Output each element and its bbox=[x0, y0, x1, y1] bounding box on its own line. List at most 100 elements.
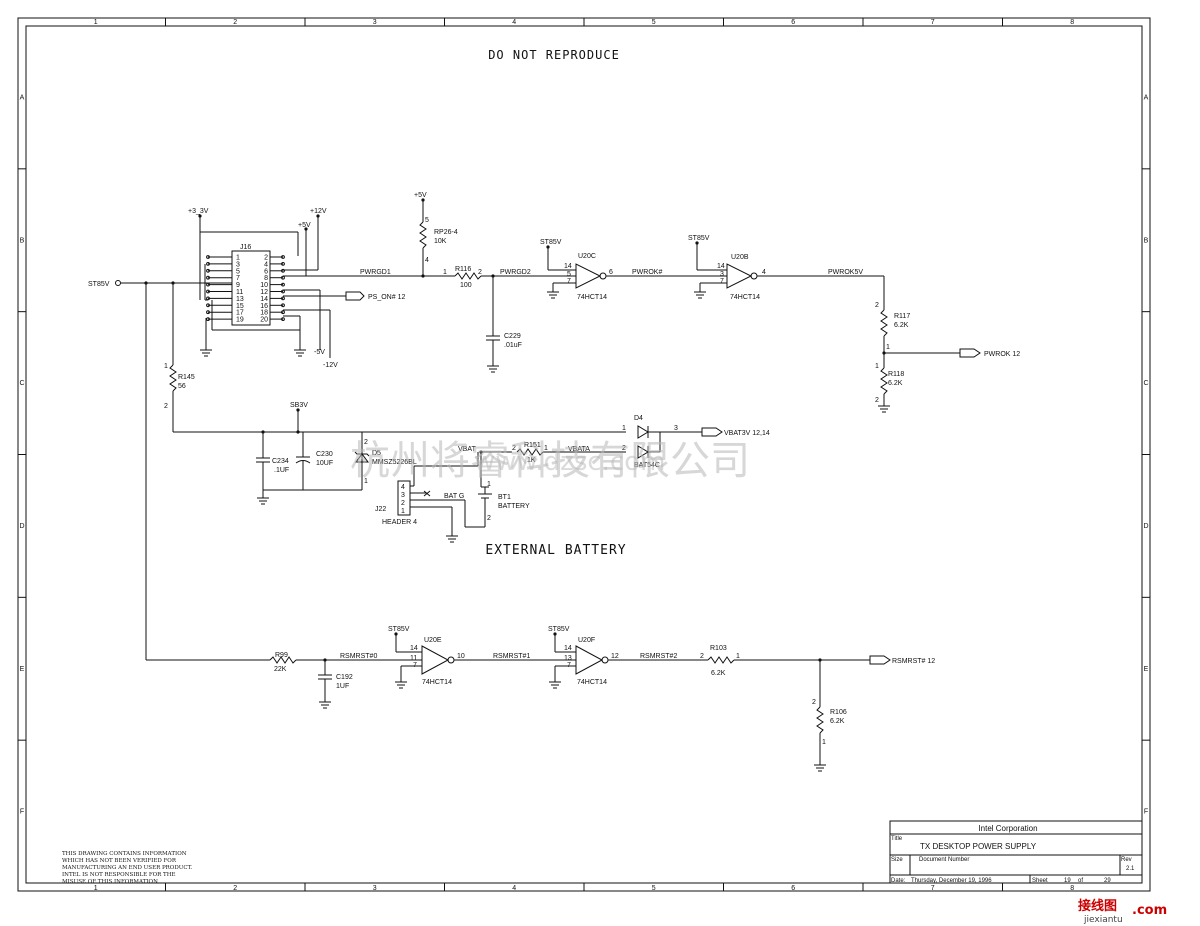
svg-text:MANUFACTURING AN END USER PROD: MANUFACTURING AN END USER PRODUCT. bbox=[62, 865, 192, 871]
site-logo: 接线图 .com jiexiantu bbox=[1078, 898, 1167, 925]
st85v-u20b-label: ST85V bbox=[688, 235, 710, 242]
c234-ref: C234 bbox=[272, 458, 289, 465]
c234-value: .1UF bbox=[274, 467, 289, 474]
disclaimer-note: THIS DRAWING CONTAINS INFORMATION WHICH … bbox=[62, 851, 192, 885]
border-row-label: E bbox=[20, 666, 25, 673]
u20c-inverter: ST85V 14 5 7 6 U20C 74HCT14 PWROK# bbox=[540, 239, 718, 301]
c192-ref: C192 bbox=[336, 674, 353, 681]
st85v-label: ST85V bbox=[88, 281, 110, 288]
r145-ref: R145 bbox=[178, 374, 195, 381]
company-name: Intel Corporation bbox=[978, 824, 1037, 833]
svg-text:3: 3 bbox=[401, 492, 405, 499]
svg-text:7: 7 bbox=[720, 278, 724, 285]
svg-text:Date:: Date: bbox=[891, 878, 906, 884]
j16-pin-dot bbox=[281, 282, 285, 287]
svg-text:1: 1 bbox=[875, 363, 879, 370]
j16-pin-dot bbox=[206, 255, 210, 259]
p5v-label: +5V bbox=[298, 222, 311, 229]
border-row-label: B bbox=[20, 237, 25, 244]
j16-pin-dot bbox=[281, 262, 285, 266]
external-battery-circuit: SB3V C234 .1UF C230 10UF 2 1 D5 MMSZ5226… bbox=[173, 402, 770, 543]
r151-value: 1K bbox=[527, 457, 536, 464]
border-col-label: 8 bbox=[1070, 19, 1074, 26]
svg-text:1: 1 bbox=[736, 653, 740, 660]
j16-pin-number: 5 bbox=[236, 268, 240, 275]
p12v-label: +12V bbox=[310, 208, 327, 215]
j16-pin-number: 15 bbox=[236, 303, 244, 310]
svg-text:2: 2 bbox=[401, 500, 405, 507]
j16-pin-number: 18 bbox=[260, 310, 268, 317]
pwrgd-chain: PWRGD1 +5V 5 4 RP26-4 10K 1 2 R116 100 P… bbox=[283, 192, 568, 373]
j16-pin-dot bbox=[206, 268, 210, 273]
svg-text:Document Number: Document Number bbox=[919, 857, 969, 863]
svg-text:Size: Size bbox=[891, 857, 903, 863]
u20b-type: 74HCT14 bbox=[730, 294, 760, 301]
svg-text:1: 1 bbox=[544, 445, 548, 452]
svg-text:1: 1 bbox=[886, 344, 890, 351]
u20c-type: 74HCT14 bbox=[577, 294, 607, 301]
j16-pin-dot bbox=[206, 289, 210, 294]
d5-value: MMSZ5226BL bbox=[372, 459, 417, 466]
svg-text:1: 1 bbox=[822, 739, 826, 746]
svg-text:INTEL IS NOT RESPONSIBLE FOR T: INTEL IS NOT RESPONSIBLE FOR THE bbox=[62, 872, 176, 878]
svg-text:THIS DRAWING CONTAINS INFORMAT: THIS DRAWING CONTAINS INFORMATION bbox=[62, 851, 187, 857]
j16-pin-dot bbox=[206, 282, 210, 287]
pwrok-n-label: PWROK# bbox=[632, 269, 662, 276]
r145-value: 56 bbox=[178, 383, 186, 390]
border-col-label: 1 bbox=[94, 885, 98, 892]
j16-pin-number: 16 bbox=[260, 303, 268, 310]
u20e-type: 74HCT14 bbox=[422, 679, 452, 686]
drawing-title: TX DESKTOP POWER SUPPLY bbox=[920, 842, 1037, 851]
svg-text:1: 1 bbox=[443, 269, 447, 276]
border-col-label: 2 bbox=[233, 19, 237, 26]
c230-value: 10UF bbox=[316, 460, 333, 467]
m12v-label: -12V bbox=[323, 362, 338, 369]
r99-ref: R99 bbox=[275, 652, 288, 659]
svg-text:13: 13 bbox=[564, 655, 572, 662]
logo-cn: 接线图 bbox=[1078, 898, 1117, 914]
u20e-ref: U20E bbox=[424, 637, 442, 644]
svg-text:2: 2 bbox=[164, 403, 168, 410]
j16-pin-dot bbox=[206, 262, 210, 266]
j16-pin-number: 13 bbox=[236, 296, 244, 303]
j16-pin-number: 9 bbox=[236, 282, 240, 289]
sb3v-label: SB3V bbox=[290, 402, 308, 409]
st85v-u20c-label: ST85V bbox=[540, 239, 562, 246]
svg-text:1: 1 bbox=[487, 481, 491, 488]
svg-text:2: 2 bbox=[622, 445, 626, 452]
rsmrst1-label: RSMRST#1 bbox=[493, 653, 530, 660]
j16-pin-number: 19 bbox=[236, 317, 244, 324]
svg-text:1: 1 bbox=[164, 363, 168, 370]
j16-pin-number: 1 bbox=[236, 255, 240, 262]
d4-ref: D4 bbox=[634, 415, 643, 422]
d4-value: BAT54C bbox=[634, 462, 660, 469]
svg-text:11: 11 bbox=[410, 655, 417, 662]
svg-text:2: 2 bbox=[700, 653, 704, 660]
j16-pin-number: 4 bbox=[264, 261, 268, 268]
u20b-ref: U20B bbox=[731, 254, 749, 261]
border-col-label: 6 bbox=[791, 19, 795, 26]
c229-ref: C229 bbox=[504, 333, 521, 340]
svg-text:14: 14 bbox=[717, 263, 725, 270]
watermark-text: 杭州将睿科技有限公司 bbox=[350, 438, 750, 484]
j16-pin-number: 20 bbox=[260, 317, 268, 324]
pwrgd1-label: PWRGD1 bbox=[360, 269, 391, 276]
r116-value: 100 bbox=[460, 282, 472, 289]
border-row-label: A bbox=[1144, 94, 1149, 101]
border-col-label: 5 bbox=[652, 19, 656, 26]
svg-text:6: 6 bbox=[609, 269, 613, 276]
j16-pin-dot bbox=[206, 275, 210, 280]
border-row-label: C bbox=[1143, 380, 1148, 387]
j16-pin-number: 14 bbox=[260, 296, 268, 303]
j16-pin-dot bbox=[206, 317, 210, 322]
j16-pin-dot bbox=[206, 310, 210, 315]
pwrok-divider: 2 1 R117 6.2K PWROK 12 1 2 R118 6.2K bbox=[875, 276, 1020, 413]
j16-pin-dot bbox=[281, 303, 285, 308]
bt1-ref: BT1 bbox=[498, 494, 511, 501]
border-col-label: 4 bbox=[512, 19, 516, 26]
c229-value: .01uF bbox=[504, 342, 522, 349]
r151-ref: R151 bbox=[524, 442, 541, 449]
r118-ref: R118 bbox=[888, 371, 904, 378]
